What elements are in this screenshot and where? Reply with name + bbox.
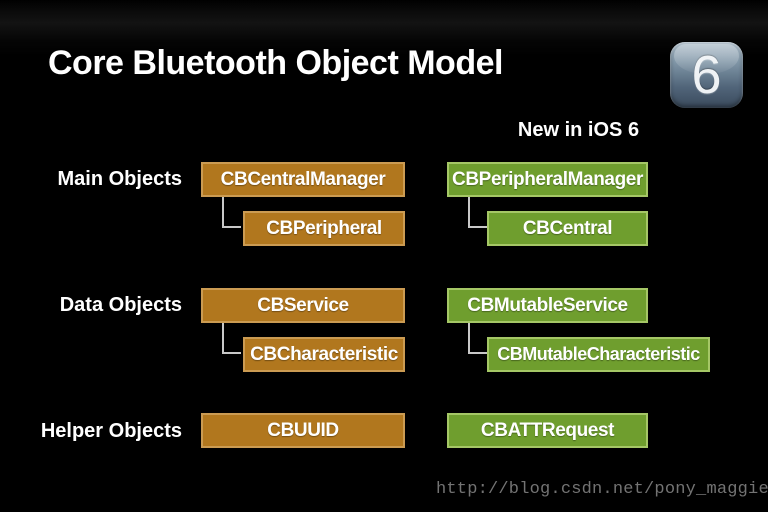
connector-line — [468, 323, 487, 354]
box-cbmutableservice: CBMutableService — [447, 288, 648, 323]
row-label-data-objects: Data Objects — [59, 294, 182, 316]
connector-line — [222, 197, 241, 228]
box-cbcentralmanager: CBCentralManager — [201, 162, 405, 197]
connector-line — [222, 323, 241, 354]
ios6-app-icon: 6 — [670, 42, 743, 108]
row-label-main-objects: Main Objects — [57, 168, 182, 190]
new-in-ios6-header: New in iOS 6 — [517, 119, 640, 141]
box-cbmutablecharacteristic: CBMutableCharacteristic — [487, 337, 710, 372]
box-cbperipheralmanager: CBPeripheralManager — [447, 162, 648, 197]
box-cbcharacteristic: CBCharacteristic — [243, 337, 405, 372]
row-label-helper-objects: Helper Objects — [40, 420, 182, 442]
ios6-numeral: 6 — [691, 45, 722, 105]
box-cbattrequest: CBATTRequest — [447, 413, 648, 448]
box-cbservice: CBService — [201, 288, 405, 323]
slide-title: Core Bluetooth Object Model — [48, 44, 503, 82]
connector-line — [468, 197, 487, 228]
box-cbperipheral: CBPeripheral — [243, 211, 405, 246]
box-cbcentral: CBCentral — [487, 211, 648, 246]
box-cbuuid: CBUUID — [201, 413, 405, 448]
watermark-url: http://blog.csdn.net/pony_maggie — [436, 480, 768, 499]
